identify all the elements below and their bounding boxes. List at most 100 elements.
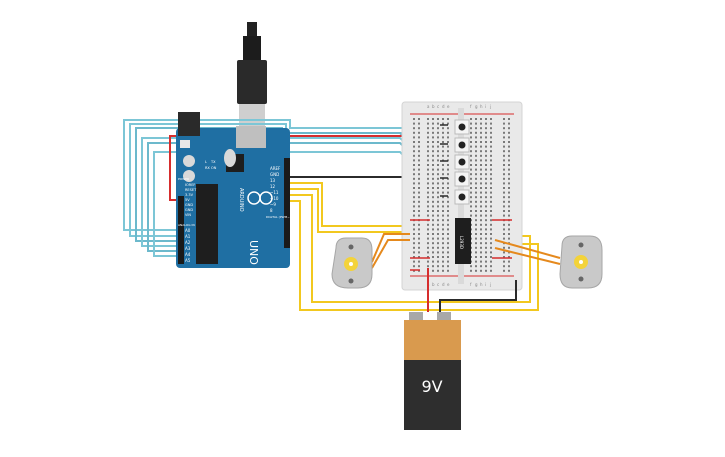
breadboard-hole	[490, 118, 492, 120]
breadboard-hole	[490, 196, 492, 199]
breadboard-hole	[413, 237, 415, 240]
breadboard-hole	[447, 173, 449, 176]
breadboard-hole	[508, 141, 510, 143]
breadboard-hole	[503, 187, 505, 189]
breadboard-hole	[432, 118, 434, 120]
breadboard-hole	[480, 251, 482, 254]
breadboard-hole	[475, 256, 477, 258]
col-letter-top-a: a	[427, 104, 430, 109]
breadboard-hole	[485, 145, 487, 148]
breadboard-hole	[418, 260, 420, 263]
breadboard-hole	[418, 118, 420, 120]
breadboard-hole	[485, 228, 487, 231]
breadboard-hole	[503, 150, 505, 153]
breadboard-hole	[437, 118, 439, 120]
led-label-rx: RX	[205, 166, 210, 170]
breadboard-hole	[485, 260, 487, 263]
breadboard-hole	[490, 210, 492, 212]
breadboard-hole	[418, 269, 420, 272]
breadboard-hole	[470, 177, 472, 180]
breadboard-hole	[413, 228, 415, 231]
breadboard-hole	[485, 223, 487, 226]
breadboard-hole	[480, 233, 482, 235]
breadboard-hole	[437, 131, 439, 134]
breadboard-hole	[413, 164, 415, 166]
breadboard-hole	[418, 205, 420, 208]
breadboard-hole	[413, 177, 415, 180]
pin-label-8: 8	[270, 208, 273, 213]
breadboard-hole	[475, 187, 477, 189]
breadboard-hole	[427, 173, 429, 176]
breadboard-hole	[432, 242, 434, 245]
breadboard-hole	[508, 260, 510, 263]
usb-plug-metal	[239, 104, 265, 130]
breadboard-hole	[447, 214, 449, 217]
breadboard-hole	[480, 136, 482, 139]
breadboard-hole	[427, 260, 429, 263]
breadboard-hole	[418, 141, 420, 143]
motor-driver-label: L293D	[459, 236, 464, 249]
breadboard-hole	[470, 200, 472, 203]
breadboard-hole	[508, 228, 510, 231]
breadboard-hole	[475, 200, 477, 203]
pin-label-10: ~10	[270, 196, 279, 201]
left-motor-screw-bottom	[348, 278, 354, 284]
breadboard-hole	[490, 265, 492, 268]
breadboard-hole	[480, 223, 482, 226]
breadboard-hole	[442, 233, 444, 235]
battery-9v: 9V	[404, 312, 461, 430]
breadboard-hole	[490, 260, 492, 263]
orange-wire-left-1	[371, 233, 410, 263]
breadboard-hole	[437, 136, 439, 139]
yellow-wire-4	[290, 200, 539, 311]
breadboard-hole	[470, 145, 472, 148]
breadboard-hole	[418, 136, 420, 139]
breadboard-hole	[442, 260, 444, 263]
push-button-3-cap	[458, 158, 466, 166]
breadboard-hole	[475, 164, 477, 166]
col-letter-top-g: g	[475, 104, 478, 109]
board-led-labels: L TX RX ON	[205, 160, 217, 170]
breadboard-hole	[447, 127, 449, 130]
breadboard-hole	[442, 251, 444, 254]
breadboard-hole	[447, 131, 449, 134]
breadboard-hole	[490, 228, 492, 231]
breadboard-hole	[480, 228, 482, 231]
battery-black-wire	[439, 280, 517, 312]
digital-pin-labels: AREF GND 13 12 ~11 ~10 ~9 8	[270, 166, 281, 213]
breadboard-hole	[470, 127, 472, 130]
breadboard-hole	[442, 173, 444, 176]
breadboard-hole	[503, 237, 505, 240]
breadboard-hole	[485, 164, 487, 166]
breadboard-hole	[418, 214, 420, 217]
pin-label-a2: A2	[185, 240, 191, 245]
breadboard-hole	[432, 228, 434, 231]
pin-label-a4: A4	[185, 252, 191, 257]
breadboard-hole	[490, 214, 492, 217]
breadboard-hole	[427, 200, 429, 203]
breadboard-hole	[485, 182, 487, 185]
breadboard-hole	[480, 200, 482, 203]
dc-motor-left	[331, 237, 373, 289]
breadboard-hole	[427, 191, 429, 194]
breadboard-hole	[503, 173, 505, 176]
breadboard-hole	[413, 131, 415, 134]
breadboard-hole	[480, 118, 482, 120]
breadboard-hole	[470, 168, 472, 171]
breadboard-hole	[480, 182, 482, 185]
pin-label-3v3: 3.3V	[185, 193, 194, 197]
breadboard-hole	[432, 182, 434, 185]
breadboard-hole	[485, 127, 487, 130]
breadboard-hole	[437, 187, 439, 189]
breadboard-hole	[447, 200, 449, 203]
breadboard-hole	[470, 210, 472, 212]
breadboard-hole	[442, 127, 444, 130]
breadboard-hole	[508, 223, 510, 226]
breadboard-hole	[470, 191, 472, 194]
breadboard-hole	[413, 256, 415, 258]
breadboard-hole	[508, 237, 510, 240]
breadboard-hole	[485, 141, 487, 143]
breadboard-hole	[475, 205, 477, 208]
breadboard-hole	[418, 127, 420, 130]
breadboard-hole	[432, 168, 434, 171]
